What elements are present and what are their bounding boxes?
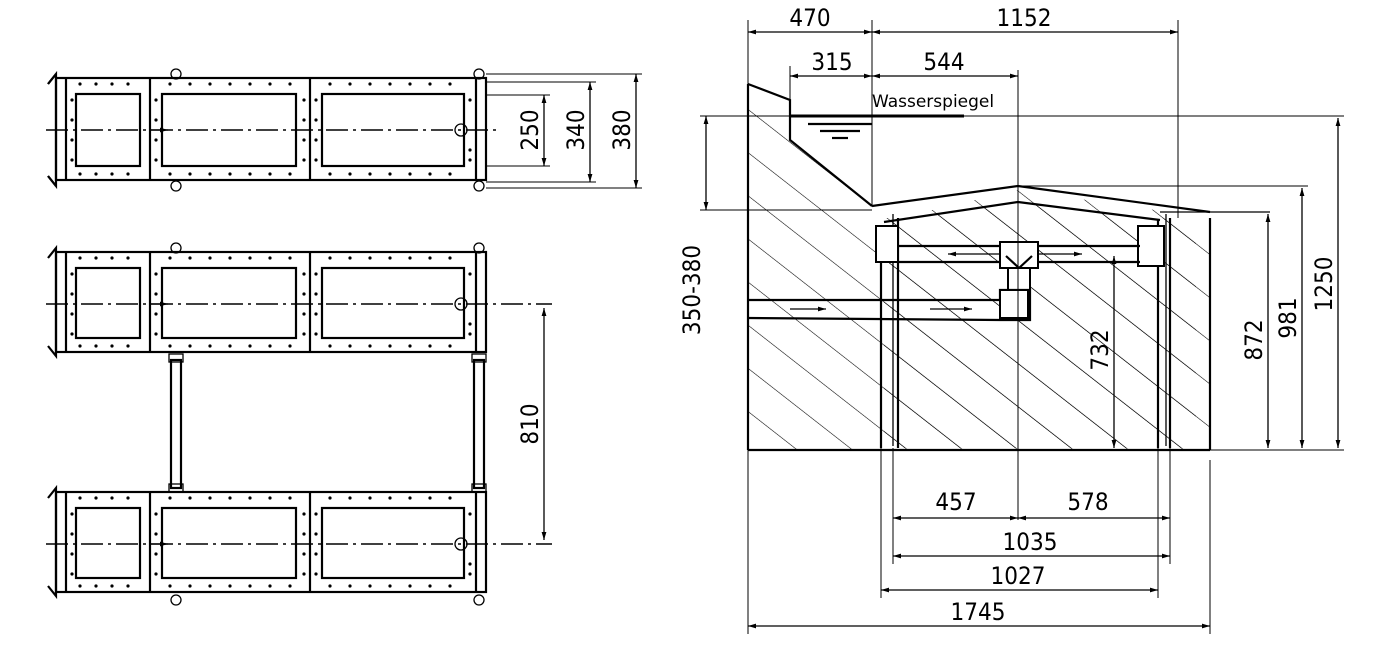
plan-dimension-810: 810 xyxy=(516,308,547,540)
dim-380: 380 xyxy=(608,109,636,150)
dim-578: 578 xyxy=(1067,488,1108,516)
collector-unit-bottom xyxy=(46,484,552,606)
dim-1745: 1745 xyxy=(951,598,1006,626)
dim-457: 457 xyxy=(935,488,976,516)
dim-1152: 1152 xyxy=(997,4,1052,32)
dim-1250: 1250 xyxy=(1310,257,1338,312)
dim-350-380: 350-380 xyxy=(678,245,706,335)
section-view: Wasserspiegel xyxy=(678,4,1344,634)
section-left-dimension: 350-380 xyxy=(678,115,872,335)
collector-unit-middle xyxy=(46,242,552,360)
plan-view: 250 340 380 xyxy=(46,68,642,606)
section-bottom-dimensions: 457 578 1035 1027 1745 xyxy=(747,448,1211,634)
dim-470: 470 xyxy=(789,4,830,32)
dim-315: 315 xyxy=(811,48,852,76)
dim-732: 732 xyxy=(1086,329,1114,370)
connecting-pipes xyxy=(168,353,487,493)
dim-1027: 1027 xyxy=(991,562,1046,590)
plan-dimensions-top: 250 340 380 xyxy=(486,73,642,189)
section-top-dimensions: 470 1152 315 544 xyxy=(747,4,1179,218)
dim-872: 872 xyxy=(1240,319,1268,360)
dim-544: 544 xyxy=(923,48,964,76)
distribution-pipe xyxy=(747,225,1165,322)
water-level-label: Wasserspiegel xyxy=(872,92,994,112)
dim-810: 810 xyxy=(516,403,544,444)
section-right-dimensions: 872 981 1250 732 xyxy=(964,115,1344,451)
collector-unit-top xyxy=(46,68,496,192)
dim-250: 250 xyxy=(516,109,544,150)
dim-340: 340 xyxy=(562,109,590,150)
dim-981: 981 xyxy=(1274,297,1302,338)
dim-1035: 1035 xyxy=(1003,528,1058,556)
